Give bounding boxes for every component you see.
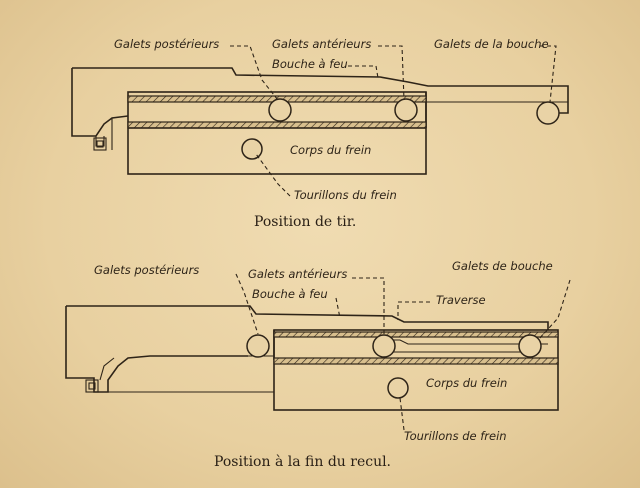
label2-tourillons-de-frein: Tourillons de frein <box>404 429 507 443</box>
barrel2-breech <box>65 306 248 393</box>
barrel-outline-top <box>72 67 569 114</box>
label-galets-de-la-bouche: Galets de la bouche <box>434 37 549 51</box>
leader-bouche-a-feu <box>348 65 379 79</box>
breech2-block <box>85 379 99 393</box>
leader-tourillons <box>255 153 291 197</box>
leader2-tourillons <box>399 397 405 431</box>
front-roller <box>394 98 418 122</box>
caption-position-fin-recul: Position à la fin du recul. <box>214 453 391 470</box>
leader2-galets-posterieurs <box>235 273 259 335</box>
leader2-bouche-a-feu <box>335 297 341 319</box>
label2-corps-du-frein: Corps du frein <box>426 376 507 390</box>
barrel-inner-curve <box>95 136 105 147</box>
muzzle-roller-2 <box>518 334 542 358</box>
trunnion-2 <box>387 377 409 399</box>
lower-rail-2 <box>273 357 559 365</box>
brake-cradle <box>127 91 427 175</box>
leader-galets-bouche <box>540 45 557 103</box>
lower-rail <box>127 121 427 129</box>
rear-roller-2 <box>246 334 270 358</box>
leader-galets-posterieurs <box>230 45 279 101</box>
barrel-breech <box>71 68 129 137</box>
label-corps-du-frein: Corps du frein <box>290 143 371 157</box>
leader-galets-anterieurs <box>378 45 405 101</box>
label-bouche-a-feu: Bouche à feu <box>272 57 348 71</box>
label-galets-anterieurs: Galets antérieurs <box>272 37 371 51</box>
rear-roller <box>268 98 292 122</box>
leader2-traverse <box>397 301 430 320</box>
muzzle-roller <box>536 101 560 125</box>
breech-block <box>93 137 107 151</box>
barrel2-outline-top <box>66 305 549 330</box>
figure-recoil-position: Galets postérieurs Galets antérieurs Bou… <box>65 259 571 470</box>
label2-galets-posterieurs: Galets postérieurs <box>94 263 199 277</box>
label-tourillons-du-frein: Tourillons du frein <box>294 188 397 202</box>
label2-galets-de-bouche: Galets de bouche <box>452 259 553 273</box>
label2-galets-anterieurs: Galets antérieurs <box>248 267 347 281</box>
label2-bouche-a-feu: Bouche à feu <box>252 287 328 301</box>
leader2-galets-bouche <box>539 279 571 339</box>
figure-firing-position: Galets postérieurs Galets antérieurs Bou… <box>71 37 569 230</box>
caption-position-de-tir: Position de tir. <box>254 214 356 230</box>
trunnion <box>241 138 263 160</box>
upper-rail-2 <box>273 331 559 338</box>
label2-traverse: Traverse <box>436 293 486 307</box>
brake2-cradle <box>273 329 559 411</box>
leader2-galets-anterieurs <box>352 277 385 334</box>
label-galets-posterieurs: Galets postérieurs <box>114 37 219 51</box>
front-roller-2 <box>372 334 396 358</box>
